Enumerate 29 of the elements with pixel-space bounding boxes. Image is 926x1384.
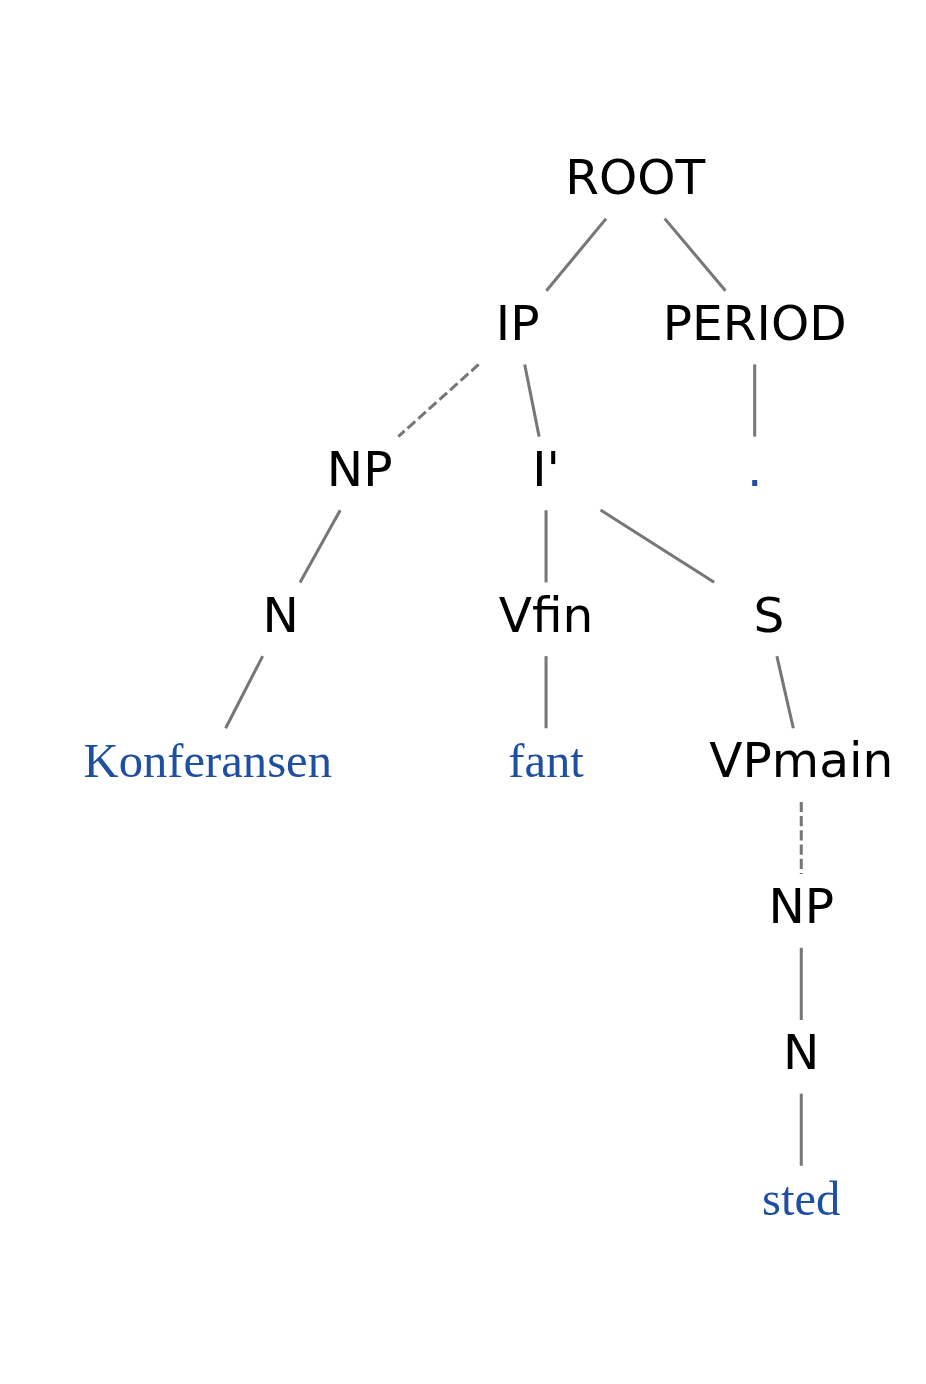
connector — [799, 802, 803, 875]
node-text: I' — [532, 440, 560, 497]
node-text: VPmain — [709, 732, 894, 789]
node-text: Vfin — [498, 586, 594, 643]
node-text: ROOT — [565, 149, 706, 206]
node-text: N — [783, 1024, 820, 1081]
connector — [544, 656, 548, 729]
node-text: PERIOD — [662, 294, 847, 351]
node-text: IP — [495, 294, 540, 351]
connector — [599, 508, 715, 584]
node-text: NP — [326, 440, 393, 497]
connector — [544, 510, 548, 583]
connector — [298, 509, 342, 584]
node-text: NP — [768, 878, 835, 935]
node-text: Konferansen — [83, 734, 332, 789]
connector — [799, 1093, 803, 1166]
node-text: N — [262, 586, 299, 643]
node-text: fant — [508, 734, 584, 789]
connector — [753, 364, 757, 437]
node-text: sted — [762, 1172, 841, 1226]
connector — [545, 217, 608, 292]
connector — [663, 217, 727, 292]
node-text: S — [753, 586, 785, 643]
connector — [397, 363, 480, 438]
connector — [799, 947, 803, 1020]
connector — [523, 364, 541, 437]
connector — [224, 655, 265, 729]
node-text: . — [746, 440, 763, 497]
connector — [775, 655, 795, 729]
